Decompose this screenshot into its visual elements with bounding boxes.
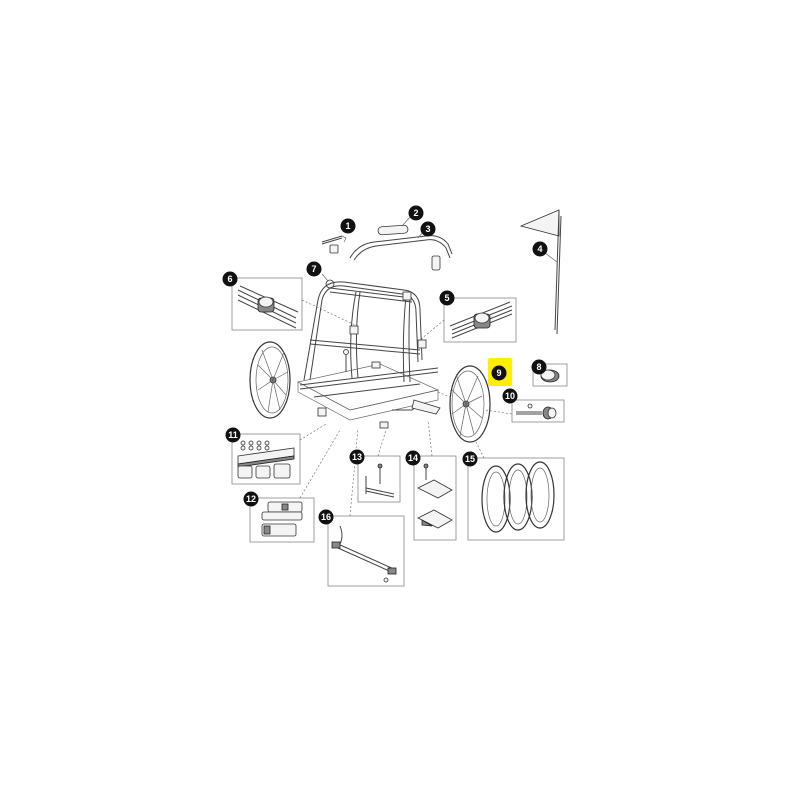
callout-16[interactable]: 16 <box>318 509 334 525</box>
callout-13[interactable]: 13 <box>349 449 365 465</box>
left-wheel <box>249 341 291 419</box>
callout-12-label: 12 <box>246 494 256 504</box>
callout-5-label: 5 <box>444 293 449 303</box>
callout-2-label: 2 <box>413 208 418 218</box>
part-6-box <box>231 277 356 331</box>
trailer-frame <box>297 281 441 429</box>
callout-8[interactable]: 8 <box>531 359 547 375</box>
part-14-box <box>413 419 457 541</box>
callout-14[interactable]: 14 <box>405 450 421 466</box>
callout-6-label: 6 <box>227 274 232 284</box>
callout-4-label: 4 <box>537 244 542 254</box>
callout-10[interactable]: 10 <box>502 388 518 404</box>
callout-7-label: 7 <box>311 264 316 274</box>
callout-2[interactable]: 2 <box>408 205 424 221</box>
callout-3[interactable]: 3 <box>420 221 436 237</box>
callout-5[interactable]: 5 <box>439 290 455 306</box>
callout-10-label: 10 <box>505 391 515 401</box>
part-12-box <box>249 429 341 543</box>
callout-16-label: 16 <box>321 512 331 522</box>
part-2-3-push-bar <box>349 215 453 271</box>
callout-6[interactable]: 6 <box>222 271 238 287</box>
part-16-box <box>327 427 405 587</box>
callout-9[interactable]: 9 <box>491 365 507 381</box>
callout-11-label: 11 <box>228 430 238 440</box>
callout-7[interactable]: 7 <box>306 261 322 277</box>
part-15-box <box>467 441 565 541</box>
callout-12[interactable]: 12 <box>243 491 259 507</box>
part-11-box <box>231 423 327 485</box>
part-13-box <box>357 429 401 503</box>
callout-1-label: 1 <box>345 221 350 231</box>
callout-3-label: 3 <box>425 224 430 234</box>
part-9-wheel <box>437 365 513 443</box>
callout-11[interactable]: 11 <box>225 427 241 443</box>
part-4-safety-flag <box>519 209 562 335</box>
callout-13-label: 13 <box>352 452 362 462</box>
callout-9-label: 9 <box>496 368 501 378</box>
part-10-box <box>511 399 565 423</box>
callout-4[interactable]: 4 <box>532 241 548 257</box>
part-7-knob <box>321 273 335 289</box>
callout-15[interactable]: 15 <box>462 451 478 467</box>
part-5-box <box>419 297 517 343</box>
part-1-pin <box>321 225 349 254</box>
callout-15-label: 15 <box>465 454 475 464</box>
callout-14-label: 14 <box>408 453 418 463</box>
callout-1[interactable]: 1 <box>340 218 356 234</box>
callout-8-label: 8 <box>536 362 541 372</box>
